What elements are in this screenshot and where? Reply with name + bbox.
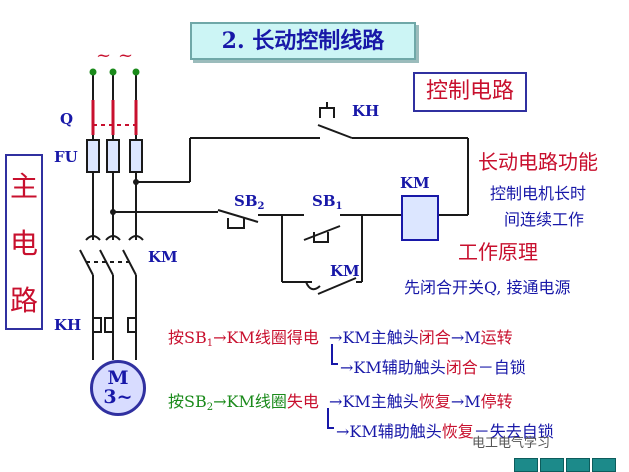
formula-2-coil: →KM线圈 [213, 392, 287, 411]
main-circuit-char-2: 电 [9, 226, 38, 260]
sb2-mark [227, 218, 245, 229]
formula-1-sub: 1 [206, 338, 214, 349]
main-circuit-label: 主 电 路 [5, 154, 43, 330]
label-sb1: SB1 [312, 192, 342, 212]
nav-first-button[interactable] [514, 458, 538, 472]
km-coil [401, 195, 439, 241]
fuse-3 [129, 139, 143, 173]
formula-1-state: 得电 [286, 328, 319, 347]
control-circuit-label: 控制电路 [413, 72, 527, 112]
sb1-mark [313, 232, 329, 243]
nav-next-button[interactable] [592, 458, 616, 472]
label-kh-main: KH [54, 316, 82, 334]
principle-heading: 工作原理 [458, 240, 538, 264]
label-q: Q [60, 110, 74, 128]
formula-2-state: 失电 [286, 392, 319, 411]
formula-2-motor: →M [450, 392, 481, 411]
fuse-2 [106, 139, 120, 173]
label-sb2: SB2 [234, 192, 264, 212]
formula-1-aux-result: －自锁 [477, 358, 526, 377]
motor-phase: 3~ [103, 386, 133, 408]
main-circuit-char-1: 主 [9, 169, 38, 203]
km-aux-hook [305, 281, 321, 291]
label-km-coil: KM [400, 174, 430, 192]
formula-2-press: 按SB [168, 392, 207, 411]
formula-2-main-state: 恢复 [418, 392, 451, 411]
nav-prev-button[interactable] [566, 458, 590, 472]
label-sb1-sub: 1 [335, 201, 343, 212]
bracket-1 [331, 344, 338, 365]
km-main-hook-3 [128, 235, 144, 241]
sb1-blade [303, 225, 341, 241]
km-main-hook-2 [105, 235, 121, 241]
formula-2-aux: →KM辅助触头恢复－失去自锁 [336, 418, 554, 442]
km-aux-blade [317, 277, 357, 295]
label-fu: FU [54, 148, 78, 166]
terminal-1 [89, 68, 97, 76]
formula-1-aux: →KM辅助触头闭合－自锁 [340, 354, 526, 378]
kh-heater [93, 317, 136, 333]
formula-1-coil: →KM线圈 [213, 328, 287, 347]
sb2-blade [217, 209, 259, 223]
terminal-2 [109, 68, 117, 76]
formula-2-aux-line: →KM辅助触头 [336, 422, 442, 441]
motor-m: M [107, 367, 129, 389]
formula-1-motor-state: 运转 [480, 328, 513, 347]
watermark: 电工电气学习 [472, 436, 551, 451]
function-text-1: 控制电机长时 [490, 184, 587, 203]
function-heading: 长动电路功能 [478, 150, 598, 174]
label-km-aux: KM [330, 262, 360, 280]
bracket-2 [327, 408, 334, 429]
formula-2-sub: 2 [206, 402, 214, 413]
principle-text: 先闭合开关Q, 接通电源 [404, 278, 571, 297]
tilde-1: ~ [96, 45, 112, 66]
formula-2-aux-state: 恢复 [441, 422, 474, 441]
kh-ctrl-mark [319, 102, 335, 118]
tilde-2: ~ [118, 45, 134, 66]
junction-dot-1 [133, 179, 139, 185]
formula-1-main: →KM主触头 [329, 328, 419, 347]
fuse-1 [86, 139, 100, 173]
formula-1-main-state: 闭合 [418, 328, 451, 347]
label-sb2-sub: 2 [257, 201, 265, 212]
formula-1-motor: →M [450, 328, 481, 347]
formula-1-aux-state: 闭合 [445, 358, 478, 377]
km-main-hook-1 [85, 235, 101, 241]
page-title: 2. 长动控制线路 [190, 22, 416, 60]
formula-1: 按SB1→KM线圈得电 →KM主触头闭合→M运转 [168, 324, 513, 349]
formula-2: 按SB2→KM线圈失电 →KM主触头恢复→M停转 [168, 388, 513, 413]
label-kh-control: KH [352, 102, 380, 120]
kh-ctrl-blade [317, 124, 353, 139]
terminal-3 [132, 68, 140, 76]
formula-2-aux-result: －失去自锁 [473, 422, 554, 441]
nav-back-button[interactable] [540, 458, 564, 472]
main-circuit-char-3: 路 [9, 284, 38, 318]
formula-2-motor-state: 停转 [480, 392, 513, 411]
label-sb2-base: SB [234, 192, 258, 210]
label-km-main: KM [148, 248, 178, 266]
km-main-blade-2 [99, 249, 114, 276]
formula-1-press: 按SB [168, 328, 207, 347]
motor: M 3~ [90, 360, 146, 416]
formula-1-aux-line: →KM辅助触头 [340, 358, 446, 377]
formula-2-main: →KM主触头 [329, 392, 419, 411]
function-text-2: 间连续工作 [504, 210, 585, 229]
junction-dot-2 [110, 209, 116, 215]
label-sb1-base: SB [312, 192, 336, 210]
